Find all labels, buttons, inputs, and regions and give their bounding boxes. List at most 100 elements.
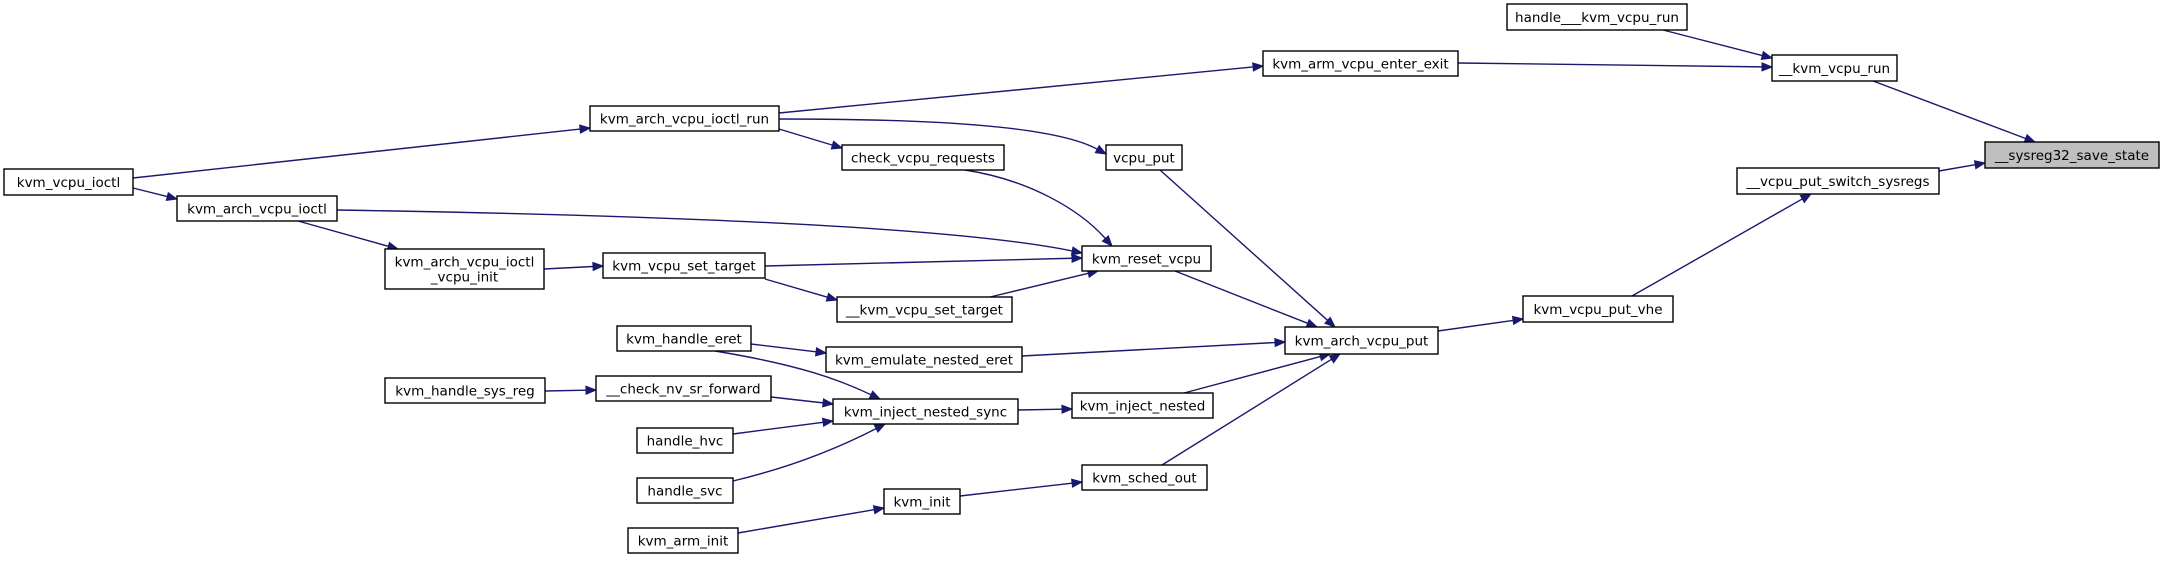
node-box <box>589 105 780 132</box>
edge-line <box>336 209 1073 252</box>
node-label: kvm_arch_vcpu_put <box>1295 334 1429 350</box>
node-kvm-vcpu-put-vhe[interactable]: kvm_vcpu_put_vhe <box>1522 295 1674 323</box>
edge-arrowhead <box>1071 253 1084 264</box>
node-label: handle_svc <box>647 484 722 500</box>
node-label: kvm_init <box>893 495 950 511</box>
node-label: kvm_handle_eret <box>626 332 742 348</box>
node-label: __check_nv_sr_forward <box>605 382 760 398</box>
node-box <box>836 296 1013 323</box>
edge-kvm_vcpu_ioctl-to-kvm_arch_vcpu_ioctl_run <box>132 124 592 179</box>
node-handle-svc[interactable]: handle_svc <box>636 477 734 504</box>
node-kvm-arch-vcpu-ioctl-run[interactable]: kvm_arch_vcpu_ioctl_run <box>589 105 780 132</box>
edge-arrowhead <box>1071 478 1084 488</box>
edge-line <box>732 427 877 482</box>
edge-line <box>1662 29 1763 57</box>
node-check-nv-sr-forward[interactable]: __check_nv_sr_forward <box>595 375 772 402</box>
node-check-vcpu-requests[interactable]: check_vcpu_requests <box>841 144 1005 171</box>
node-kvm-inject-nested-sync[interactable]: kvm_inject_nested_sync <box>832 398 1019 425</box>
node-vcpu-put[interactable]: vcpu_put <box>1105 144 1183 171</box>
edge-arrowhead <box>1070 246 1084 256</box>
node-label: kvm_arm_vcpu_enter_exit <box>1272 57 1448 73</box>
edge-kvm_arch_vcpu_ioctl_vcpu_init-to-kvm_vcpu_set_target <box>543 261 605 272</box>
node-kvm-init[interactable]: kvm_init <box>883 488 961 515</box>
node-box <box>1071 392 1214 419</box>
node-sysreg32-save-state[interactable]: __sysreg32_save_state <box>1984 141 2160 169</box>
node-label: __kvm_vcpu_set_target <box>845 303 1003 319</box>
node-label: __vcpu_put_switch_sysregs <box>1745 174 1929 190</box>
node-kvm-vcpu-set-target[interactable]: kvm_vcpu_set_target <box>602 252 766 279</box>
edge-kvm_arch_vcpu_ioctl_run-to-kvm_arm_vcpu_enter_exit <box>778 62 1265 114</box>
node-label: vcpu_put <box>1113 151 1175 167</box>
node-box <box>616 325 752 352</box>
edge-kvm_arch_vcpu_ioctl_run-to-check_vcpu_requests <box>778 128 844 150</box>
node-label: handle___kvm_vcpu_run <box>1515 10 1679 26</box>
edge-kvm_init-to-kvm_sched_out <box>959 478 1084 497</box>
edge-kvm_arch_vcpu_put-to-kvm_vcpu_put_vhe <box>1437 315 1525 332</box>
edge-kvm_reset_vcpu-to-kvm_arch_vcpu_put <box>1174 270 1319 328</box>
edge-line <box>732 421 824 435</box>
edge-arrowhead <box>873 423 887 434</box>
edge-line <box>1174 270 1308 324</box>
node-label: kvm_vcpu_put_vhe <box>1533 302 1662 318</box>
edge-line <box>770 396 824 404</box>
edge-arrowhead <box>1324 316 1337 328</box>
edge-kvm_vcpu_run-to-sysreg32_save_state <box>1872 80 2037 143</box>
edge-vcpu_put-to-kvm_arch_vcpu_put <box>1159 169 1337 328</box>
node-kvm-emulate-nested-eret[interactable]: kvm_emulate_nested_eret <box>825 346 1023 373</box>
node-box <box>1284 326 1439 355</box>
edge-arrowhead <box>1094 144 1108 155</box>
node-box <box>595 375 772 402</box>
node-label: kvm_sched_out <box>1092 471 1196 487</box>
node-kvm-arm-init[interactable]: kvm_arm_init <box>627 527 739 554</box>
node-kvm-arch-vcpu-ioctl[interactable]: kvm_arch_vcpu_ioctl <box>176 195 338 222</box>
node-box <box>636 427 734 454</box>
edge-handle_kvm_vcpu_run-to-kvm_vcpu_run <box>1662 29 1774 60</box>
node-kvm-vcpu-set-target2[interactable]: __kvm_vcpu_set_target <box>836 296 1013 323</box>
node-handle-kvm-vcpu-run[interactable]: handle___kvm_vcpu_run <box>1506 3 1688 31</box>
edge-kvm_arch_vcpu_ioctl-to-kvm_arch_vcpu_ioctl_vcpu_init <box>297 220 400 251</box>
edge-arrowhead <box>1799 193 1813 204</box>
node-kvm-sched-out[interactable]: kvm_sched_out <box>1081 464 1208 491</box>
node-kvm-handle-eret[interactable]: kvm_handle_eret <box>616 325 752 352</box>
node-kvm-arch-vcpu-ioctl-vcpu-init[interactable]: kvm_arch_vcpu_ioctl_vcpu_init <box>384 248 545 290</box>
edge-arrowhead <box>2023 133 2037 143</box>
edge-kvm_arm_vcpu_enter_exit-to-kvm_vcpu_run <box>1457 62 1774 72</box>
edge-kvm_arch_vcpu_ioctl_vcpu_init-to-kvm_vcpu_set_target2 <box>764 278 839 302</box>
edge-line <box>764 257 1073 267</box>
edge-line <box>1161 358 1332 466</box>
node-kvm-handle-sys-reg[interactable]: kvm_handle_sys_reg <box>384 377 546 404</box>
edge-arrowhead <box>592 261 605 272</box>
edge-line <box>297 220 389 247</box>
node-label: handle_hvc <box>647 434 724 450</box>
edge-line <box>778 66 1254 114</box>
edge-kvm_sched_out-to-kvm_arch_vcpu_put <box>1161 353 1342 466</box>
edge-line <box>1021 341 1276 357</box>
node-vcpu-put-switch-sysregs[interactable]: __vcpu_put_switch_sysregs <box>1736 167 1940 195</box>
node-box <box>1081 245 1212 272</box>
edge-arrowhead <box>1760 50 1774 60</box>
edge-kvm_vcpu_put_vhe-to-vcpu_put_switch_sysregs <box>1631 193 1813 297</box>
node-kvm-inject-nested[interactable]: kvm_inject_nested <box>1071 392 1214 419</box>
edge-arrowhead <box>1101 235 1113 248</box>
node-label: __sysreg32_save_state <box>1994 148 2149 164</box>
edge-line <box>1457 62 1763 68</box>
node-kvm-vcpu-run[interactable]: __kvm_vcpu_run <box>1771 54 1898 82</box>
node-box <box>825 346 1023 373</box>
edge-line <box>778 118 1098 150</box>
edge-kvm_vcpu_ioctl-to-kvm_arch_vcpu_ioctl <box>132 187 179 202</box>
edge-arrowhead <box>1973 160 1987 170</box>
edge-line <box>1017 408 1063 411</box>
node-handle-hvc[interactable]: handle_hvc <box>636 427 734 454</box>
edge-arrowhead <box>1328 353 1342 364</box>
edge-arrowhead <box>1305 318 1319 328</box>
edge-kvm_inject_nested-to-kvm_arch_vcpu_put <box>1183 352 1332 394</box>
node-box <box>602 252 766 279</box>
node-kvm-arch-vcpu-put[interactable]: kvm_arch_vcpu_put <box>1284 326 1439 355</box>
node-kvm-arm-vcpu-enter-exit[interactable]: kvm_arm_vcpu_enter_exit <box>1262 50 1459 77</box>
node-kvm-vcpu-ioctl[interactable]: kvm_vcpu_ioctl <box>3 168 134 196</box>
edge-kvm_arm_init-to-kvm_init <box>737 505 886 534</box>
edge-arrowhead <box>821 417 835 428</box>
edge-arrowhead <box>1761 62 1774 72</box>
node-label: kvm_arm_init <box>638 534 729 550</box>
node-kvm-reset-vcpu[interactable]: kvm_reset_vcpu <box>1081 245 1212 272</box>
